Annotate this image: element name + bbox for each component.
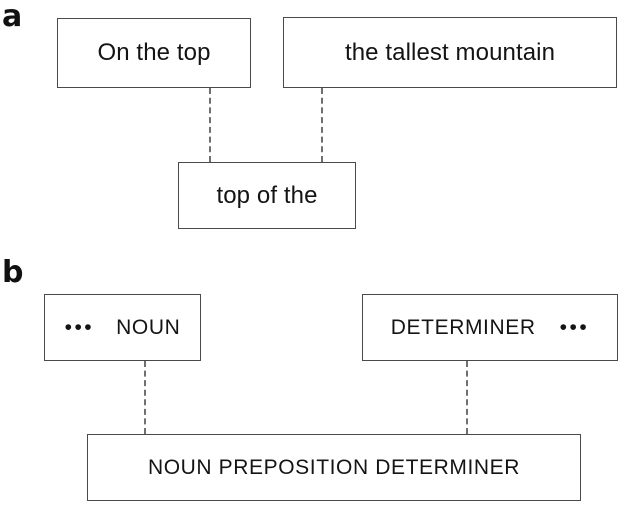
node-the-tallest-mountain-label: the tallest mountain [344,38,556,66]
node-on-the-top[interactable]: On the top [57,18,251,88]
node-the-tallest-mountain[interactable]: the tallest mountain [283,17,617,88]
connector-the-tallest-mountain-to-top-of-the [321,88,323,162]
connector-determiner-to-noun-preposition-determiner [466,361,468,434]
node-noun[interactable]: ••• NOUN [44,294,201,361]
node-on-the-top-label: On the top [97,39,211,66]
connector-noun-to-noun-preposition-determiner [144,361,146,434]
node-determiner[interactable]: DETERMINER ••• [362,294,618,361]
node-noun-preposition-determiner-label: NOUN PREPOSITION DETERMINER [147,455,521,479]
node-noun-label: NOUN [116,315,181,339]
node-top-of-the[interactable]: top of the [178,162,356,229]
connector-on-the-top-to-top-of-the [209,88,211,162]
ellipsis-icon-left: ••• [64,315,95,339]
panel-label-a: a [2,0,22,34]
panel-label-b: b [2,255,23,290]
ellipsis-icon-right: ••• [559,315,590,339]
node-determiner-content: DETERMINER ••• [391,316,589,340]
node-noun-preposition-determiner[interactable]: NOUN PREPOSITION DETERMINER [87,434,581,501]
node-determiner-label: DETERMINER [390,315,536,339]
node-top-of-the-label: top of the [216,181,318,209]
node-noun-content: ••• NOUN [65,316,181,340]
